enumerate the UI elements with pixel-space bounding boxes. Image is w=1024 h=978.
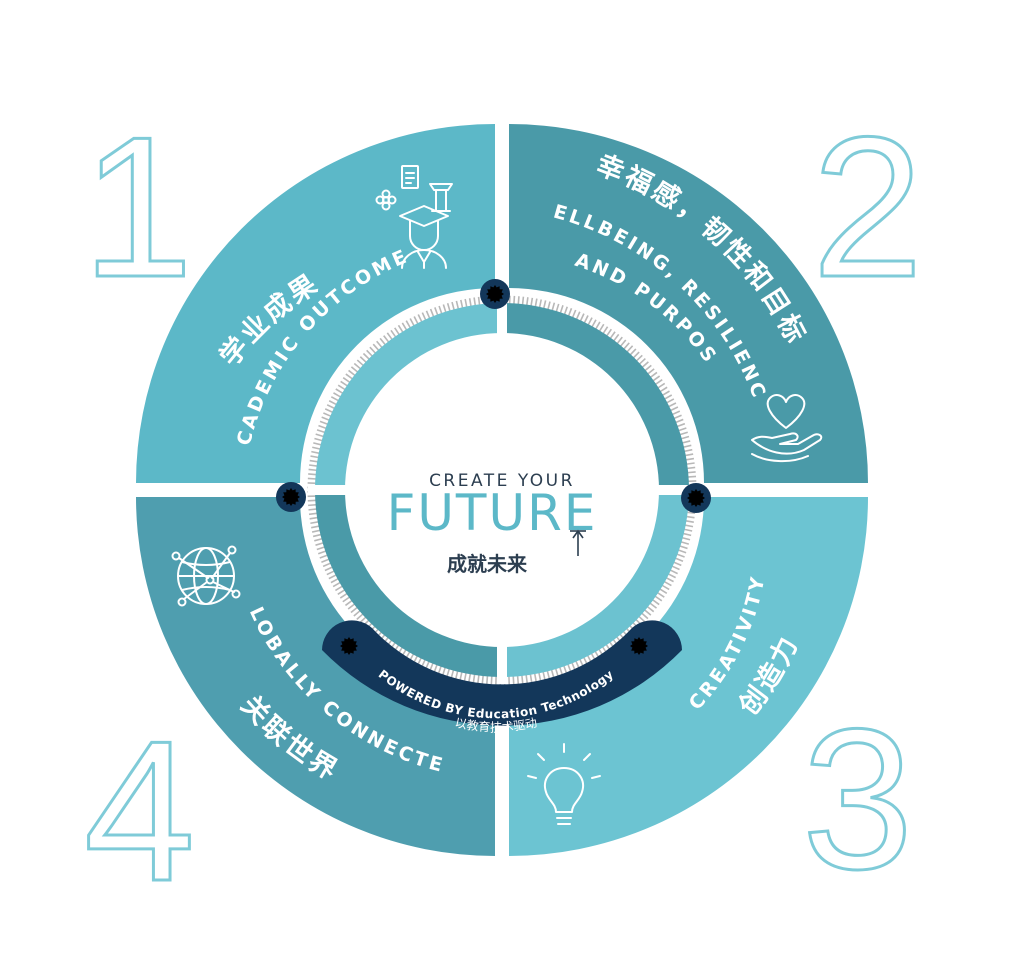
- gear-icon: [630, 637, 648, 655]
- gear-icon: [276, 482, 306, 512]
- future-word: FUTUR: [387, 484, 564, 542]
- number-4: 4: [84, 700, 195, 923]
- inner-segment-3: [502, 490, 689, 677]
- heart-icon: [766, 394, 806, 429]
- center-line-1: CREATE YOUR: [429, 471, 575, 491]
- gear-icon: [681, 483, 711, 513]
- powered-by-band: [322, 620, 682, 726]
- center-line-2: FUTURE: [387, 484, 598, 542]
- quadrant-wellbeing: [509, 124, 868, 483]
- number-1: 1: [82, 96, 193, 319]
- inner-segment-4: [315, 490, 502, 677]
- quadrant-globally-connected: [136, 497, 495, 856]
- gear-icon: [340, 637, 358, 655]
- pillar-icon: [429, 183, 453, 212]
- gear-icon: [480, 279, 510, 309]
- flower-icon: [375, 189, 397, 211]
- number-3: 3: [802, 688, 913, 911]
- globe-network-icon: [171, 545, 241, 607]
- quadrant-creativity: [509, 497, 868, 856]
- hand-icon: [751, 432, 823, 462]
- document-icon: [401, 165, 419, 189]
- inner-segment-1: [315, 303, 502, 490]
- number-2: 2: [812, 96, 923, 319]
- band-label-cn: 以教育技术驱动: [454, 716, 539, 735]
- center-line-3: 成就未来: [447, 552, 528, 576]
- inner-segment-2: [502, 303, 689, 490]
- lightbulb-icon: [527, 743, 601, 825]
- cursor-arrow-icon: [570, 529, 586, 556]
- graduate-icon: [399, 205, 449, 269]
